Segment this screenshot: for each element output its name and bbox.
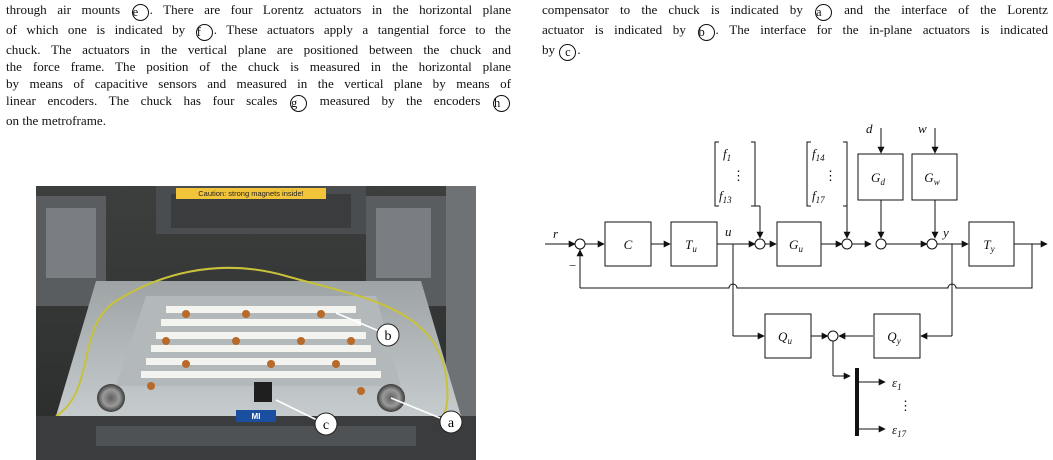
output-dots: ⋮ [899,398,912,413]
left_text-line: by means of capacitive sensors and measu… [6,75,511,92]
right_text-line: by c. [542,41,1048,61]
block-C [604,221,652,267]
text-run: compensator to the chuck is indicated by [542,2,814,17]
text-run: actuator is indicated by [542,22,697,37]
signal-w: w [918,121,927,136]
text-run: by [542,42,559,57]
text-run: . These actuators apply a tangential for… [213,22,511,37]
vector-f17-bottom: f17 [812,188,825,205]
block-Ty [968,221,1015,267]
block-Tu [670,221,718,267]
signal-u: u [725,224,732,239]
svg-text:c: c [323,418,329,433]
label-Ty: Ty [983,237,994,254]
text-run: through air mounts [6,2,131,17]
callout-c: c [314,412,338,436]
minus-sign: − [569,258,576,273]
chuck-photo-illustration: Caution: strong magnets inside! [36,186,476,460]
block-Qu [764,313,812,359]
signal-y: y [941,225,949,240]
brand-plate-text: MI [252,412,261,421]
vector-f1-dots: ⋮ [732,168,745,183]
block-Qy [873,313,921,359]
text-run: linear encoders. The chuck has four scal… [6,93,289,108]
left_text-line: on the metroframe. [6,112,511,129]
label-Tu: Tu [685,237,697,254]
vector-f13-bottom: f13 [719,188,732,205]
vector-f1-top: f1 [723,146,731,163]
label-C: C [624,237,633,252]
text-run: . The interface for the in-plane actuato… [715,22,1048,37]
text-run: . There are four Lorentz actuators in th… [149,2,512,17]
text-run: by means of capacitive sensors and measu… [6,76,511,91]
caution-sign-text: Caution: strong magnets inside! [198,189,303,198]
text-run: on the metroframe. [6,113,106,128]
callout-a: a [439,410,463,434]
text-run: and the interface of the Lorentz [832,2,1048,17]
block-Gd [857,153,904,201]
left_text-line: of which one is indicated by f. These ac… [6,21,511,41]
sum-f1 [754,238,766,250]
chuck-photo: Caution: strong magnets inside! [36,186,476,460]
left_text-line: the force frame. The position of the chu… [6,58,511,75]
sum-w [926,238,938,250]
text-run: . [577,42,581,57]
right-paragraph: compensator to the chuck is indicated by… [542,1,1048,61]
signal-r: r [553,226,559,241]
block-Gu [776,221,822,267]
signal-d: d [866,121,873,136]
block-Gw [911,153,958,201]
sum-q [827,330,839,342]
vector-f14-top: f14 [812,146,825,163]
circled-label: c [559,44,577,61]
left-paragraph: through air mounts e. There are four Lor… [6,1,511,129]
circled-label: g [290,95,307,112]
output-e17: ε17 [892,422,907,439]
sum-d [875,238,887,250]
svg-text:a: a [448,416,455,431]
text-run: of which one is indicated by [6,22,195,37]
right_text-line: actuator is indicated by b. The interfac… [542,21,1048,41]
circled-label: h [492,95,510,112]
text-run: measured by the encoders [308,93,492,108]
circled-label: f [195,24,213,41]
label-Qu: Qu [778,329,792,346]
text-run: chuck. The actuators in the vertical pla… [6,42,511,57]
label-Gd: Gd [871,170,885,187]
control-block-diagram: C Tu Gu Gd Gw Ty Qu Qy r − u y d w f1 ⋮ … [545,121,1048,439]
label-Qy: Qy [887,329,900,346]
circled-label: b [697,24,715,41]
callout-b: b [376,323,400,347]
sum-r [574,238,586,250]
text-run: the force frame. The position of the chu… [6,59,511,74]
circled-label: a [814,4,832,21]
sum-f14 [841,238,853,250]
svg-text:b: b [385,329,392,344]
label-Gu: Gu [789,237,803,254]
output-e1: ε1 [892,375,902,392]
left_text-line: chuck. The actuators in the vertical pla… [6,41,511,58]
left_text-line: through air mounts e. There are four Lor… [6,1,511,21]
left_text-line: linear encoders. The chuck has four scal… [6,92,511,112]
circled-label: e [131,4,149,21]
vector-f14-dots: ⋮ [824,168,837,183]
label-Gw: Gw [924,170,939,187]
right_text-line: compensator to the chuck is indicated by… [542,1,1048,21]
